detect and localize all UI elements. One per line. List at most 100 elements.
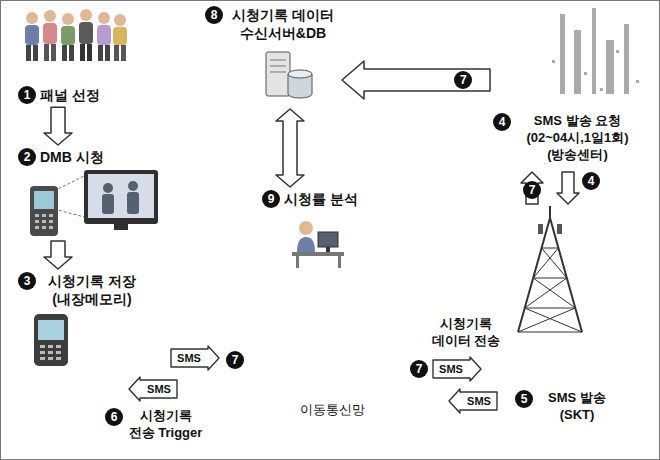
callout-number: 5 bbox=[515, 390, 533, 408]
step-group: 2DMB 시청 bbox=[18, 148, 104, 238]
step-label: 시청률 분석 bbox=[284, 190, 358, 208]
people-illustration bbox=[69, 45, 74, 61]
people-illustration bbox=[44, 10, 56, 22]
antenna-tower bbox=[518, 206, 582, 332]
dmb-illustration bbox=[54, 174, 88, 191]
people-illustration bbox=[114, 45, 119, 61]
callout-number: 3 bbox=[18, 272, 36, 290]
step-label: DMB 시청 bbox=[40, 148, 104, 166]
people-illustration bbox=[25, 9, 127, 61]
phone-illustration bbox=[48, 345, 53, 348]
phone-illustration bbox=[48, 351, 53, 354]
people-illustration bbox=[61, 26, 75, 45]
callout-number: 8 bbox=[205, 6, 223, 24]
dmb-illustration bbox=[34, 191, 54, 209]
callout-number: 9 bbox=[262, 190, 280, 208]
people-illustration bbox=[44, 44, 49, 61]
server-group: 8시청기록 데이터 수신서버&DB bbox=[205, 6, 339, 106]
analyst-icon bbox=[299, 221, 313, 235]
people-illustration bbox=[51, 44, 56, 61]
dmb-illustration bbox=[88, 174, 154, 218]
dmb-illustration bbox=[35, 214, 39, 217]
analyst-icon bbox=[292, 221, 344, 268]
dmb-illustration bbox=[49, 220, 53, 223]
people-illustration bbox=[26, 12, 38, 24]
broadcast-buildings bbox=[574, 30, 581, 94]
sms-arrow: SMS bbox=[170, 345, 220, 371]
broadcast-group: 4SMS 발송 요청 (02~04시,1일1회) (방송센터) bbox=[493, 5, 640, 164]
server-icon bbox=[270, 60, 286, 61]
sms-arrow: SMS bbox=[128, 376, 178, 402]
broadcast-buildings bbox=[624, 24, 629, 94]
people-illustration bbox=[113, 27, 127, 45]
sms-arrow-outline bbox=[129, 377, 177, 401]
antenna-tower bbox=[538, 224, 543, 234]
analyst-icon bbox=[296, 256, 299, 268]
step-label: 시청기록 전송 Trigger bbox=[127, 408, 204, 442]
analyst-icon bbox=[318, 232, 338, 247]
people-illustration bbox=[105, 45, 110, 61]
dmb-illustration bbox=[42, 214, 46, 217]
phone-illustration bbox=[56, 351, 61, 354]
dmb-illustration bbox=[49, 214, 53, 217]
dmb-illustration bbox=[35, 220, 39, 223]
people-illustration bbox=[114, 14, 126, 26]
people-illustration bbox=[62, 13, 74, 25]
dmb-illustration bbox=[35, 226, 39, 229]
phone-illustration bbox=[34, 314, 68, 366]
step-label: SMS 발송 (SKT) bbox=[537, 390, 617, 424]
callout-number: 7 bbox=[523, 181, 541, 199]
block-arrow bbox=[44, 107, 72, 145]
callout-number: 2 bbox=[18, 148, 36, 166]
phone-illustration bbox=[56, 357, 61, 360]
antenna-tower bbox=[518, 248, 582, 332]
dmb-illustration bbox=[54, 209, 88, 218]
people-illustration bbox=[79, 22, 93, 44]
sms-arrow: SMS bbox=[448, 388, 498, 414]
hollow-arrow bbox=[557, 172, 579, 204]
broadcast-buildings bbox=[606, 40, 614, 94]
dmb-illustration bbox=[42, 220, 46, 223]
dmb-illustration bbox=[49, 226, 53, 229]
step-group: 3시청기록 저장 (내장메모리) bbox=[18, 272, 144, 308]
callout-number: 7 bbox=[226, 351, 244, 369]
block-arrow bbox=[342, 61, 490, 99]
step-label: SMS 발송 요청 (02~04시,1일1회) (방송센터) bbox=[515, 113, 640, 164]
dmb-illustration bbox=[30, 186, 58, 236]
sms-arrow-outline bbox=[433, 357, 481, 381]
broadcast-buildings bbox=[592, 8, 596, 94]
server-icon bbox=[270, 72, 286, 73]
people-illustration bbox=[80, 9, 92, 21]
server-icon bbox=[288, 70, 312, 78]
people-illustration bbox=[80, 44, 85, 61]
broadcast-buildings bbox=[636, 80, 639, 83]
people-illustration bbox=[25, 25, 39, 45]
phone-illustration bbox=[56, 345, 61, 348]
analysis-group: 9시청률 분석 bbox=[262, 190, 358, 268]
broadcast-buildings bbox=[584, 72, 587, 75]
sms-arrow-outline bbox=[171, 346, 219, 370]
step-label: 패널 선정 bbox=[40, 86, 100, 104]
phone-illustration bbox=[40, 345, 45, 348]
phone-illustration bbox=[40, 357, 45, 360]
callout-number: 7 bbox=[410, 360, 428, 378]
broadcast-buildings bbox=[560, 14, 565, 94]
people-illustration bbox=[98, 45, 103, 61]
server-icon bbox=[270, 66, 286, 67]
callout-number: 4 bbox=[582, 172, 600, 190]
step-label: 시청기록 데이터 수신서버&DB bbox=[227, 6, 339, 42]
antenna-tower bbox=[557, 224, 562, 234]
people-illustration bbox=[43, 23, 57, 44]
callout-number: 7 bbox=[454, 71, 472, 89]
broadcast-buildings bbox=[616, 50, 619, 53]
analyst-icon bbox=[326, 247, 330, 252]
phone-illustration bbox=[38, 320, 64, 340]
sms-arrow-outline bbox=[449, 389, 497, 413]
step-label: 시청기록 저장 (내장메모리) bbox=[40, 272, 144, 308]
hollow-arrow bbox=[521, 172, 543, 204]
people-illustration bbox=[98, 12, 110, 24]
hollow-arrow bbox=[521, 172, 579, 204]
